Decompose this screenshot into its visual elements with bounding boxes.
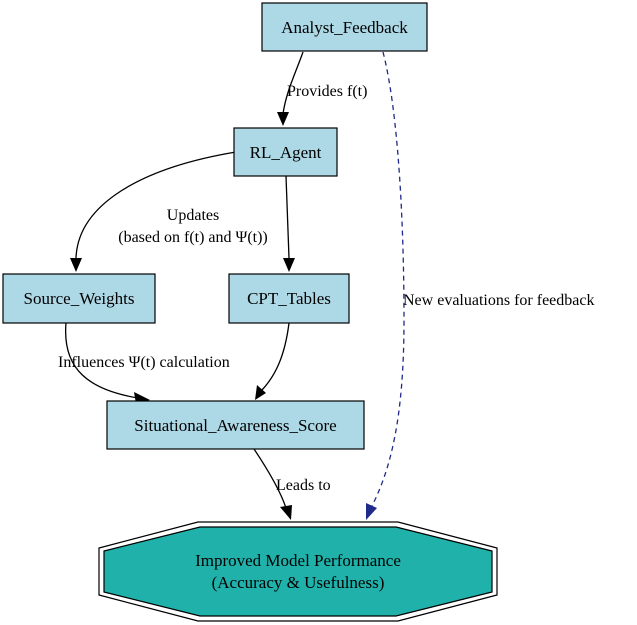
label-new-evaluations: New evaluations for feedback	[403, 292, 594, 309]
node-cpt-tables-label: CPT_Tables	[247, 289, 331, 308]
edge-feedback-to-performance-dashed	[371, 51, 405, 507]
arrowhead-cpt-tables	[283, 258, 295, 272]
edge-cpt-tables-to-score	[261, 322, 290, 391]
edge-source-weights-to-score	[65, 322, 139, 399]
label-provides: Provides f(t)	[287, 83, 367, 100]
label-updates-line1: Updates	[167, 207, 219, 224]
label-leads-to: Leads to	[276, 477, 331, 494]
label-updates-line2: (based on f(t) and Ψ(t))	[118, 229, 268, 246]
node-rl-agent: RL_Agent	[233, 127, 338, 177]
arrowhead-performance-dashed	[366, 503, 377, 520]
node-improved-model-performance: Improved Model Performance (Accuracy & U…	[98, 521, 498, 622]
node-cpt-tables: CPT_Tables	[228, 273, 350, 324]
arrowhead-agent	[277, 112, 289, 126]
edge-agent-to-cpt-tables	[285, 175, 290, 259]
node-improved-model-performance-line1: Improved Model Performance	[195, 551, 401, 570]
label-influences: Influences Ψ(t) calculation	[58, 354, 230, 371]
arrowhead-source-weights	[70, 258, 82, 272]
arrowhead-performance	[280, 505, 292, 520]
edge-feedback-to-agent	[282, 51, 304, 115]
node-rl-agent-label: RL_Agent	[250, 143, 322, 162]
node-situational-awareness-score-label: Situational_Awareness_Score	[134, 416, 336, 435]
node-analyst-feedback-label: Analyst_Feedback	[281, 18, 408, 37]
node-situational-awareness-score: Situational_Awareness_Score	[106, 400, 365, 450]
node-analyst-feedback: Analyst_Feedback	[261, 2, 428, 52]
edge-agent-to-source-weights	[75, 151, 237, 259]
node-improved-model-performance-line2: (Accuracy & Usefulness)	[212, 573, 385, 592]
node-source-weights-label: Source_Weights	[24, 289, 135, 308]
arrowhead-score-right	[255, 385, 266, 400]
edge-score-to-performance	[253, 448, 287, 509]
node-source-weights: Source_Weights	[2, 273, 156, 324]
